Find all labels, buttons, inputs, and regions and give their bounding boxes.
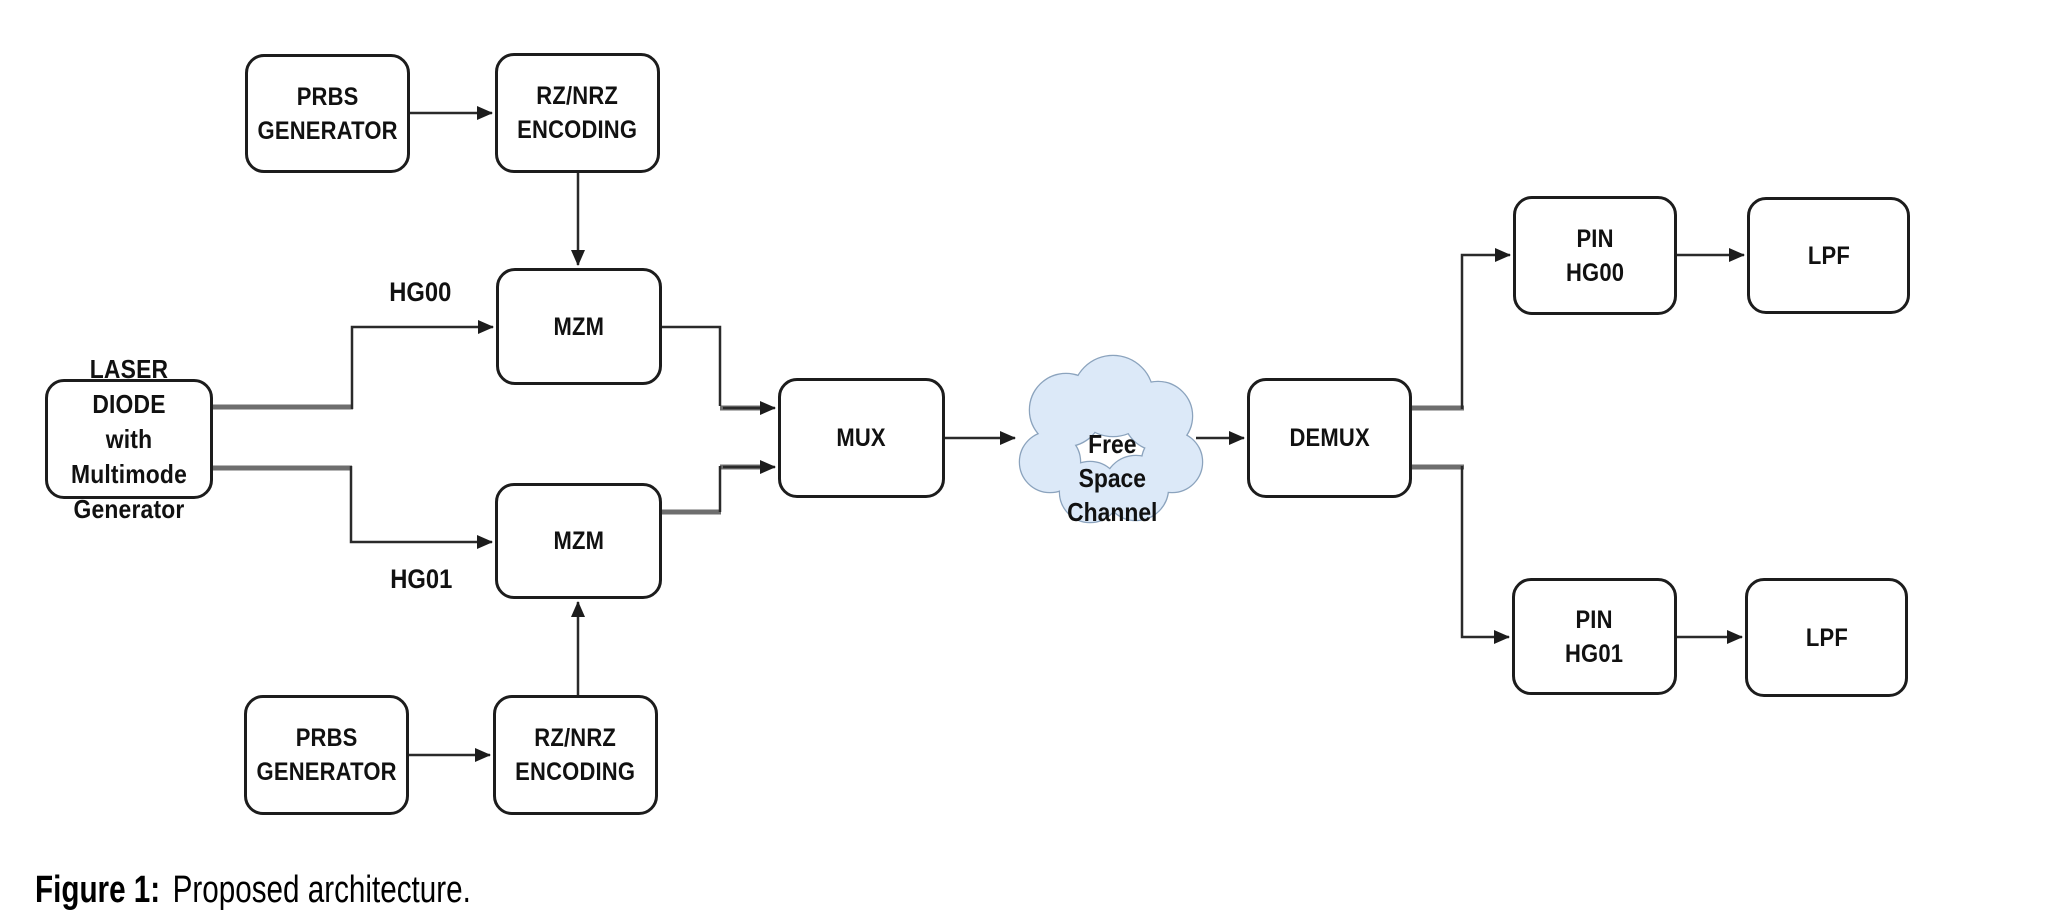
block-demux: DEMUX [1247,378,1412,498]
arrow-laser-hg01-to-mzm-bottom [349,466,493,549]
block-mzm-bottom: MZM [495,483,662,599]
block-mzm-top-label: MZM [553,312,605,341]
block-mzm-top: MZM [496,268,662,385]
arrow-demux-to-pin-hg00 [1460,248,1511,409]
arrow-demux-to-pin-hg01 [1460,466,1510,644]
edge-label-hg01: HG01 [389,564,453,594]
figure-caption-text: Proposed architecture. [172,869,471,911]
block-pin-hg00-label: PIN HG00 [1565,224,1625,287]
block-lpf-top-label: LPF [1807,241,1850,270]
block-laser-diode: LASER DIODE with Multimode Generator [45,354,213,524]
block-mux: MUX [778,378,945,498]
block-prbs-generator-bottom-label: PRBS GENERATOR [256,724,397,786]
arrow-laser-hg00-to-mzm-top [350,320,494,409]
block-lpf-top: LPF [1747,197,1910,314]
block-rznrz-encoding-top: RZ/NRZ ENCODING [495,53,660,173]
block-rznrz-encoding-bottom: RZ/NRZ ENCODING [493,695,658,815]
arrow-connectors [349,106,1745,762]
block-prbs-generator-bottom: PRBS GENERATOR [244,695,409,815]
block-pin-hg01: PIN HG01 [1512,578,1677,695]
block-mux-label: MUX [836,424,887,452]
block-prbs-generator-top: PRBS GENERATOR [245,54,410,173]
line-mzm-top-out [662,325,722,406]
figure-caption-number: Figure 1: [35,869,161,911]
block-rznrz-encoding-bottom-label: RZ/NRZ ENCODING [515,724,636,786]
block-prbs-generator-top-label: PRBS GENERATOR [257,82,398,145]
block-pin-hg00: PIN HG00 [1513,196,1677,315]
figure-caption: Figure 1: Proposed architecture. [35,869,471,912]
block-rznrz-encoding-top-label: RZ/NRZ ENCODING [517,82,638,144]
edge-label-hg00: HG00 [388,277,452,307]
block-demux-label: DEMUX [1289,424,1370,452]
free-space-channel-cloud [1018,354,1204,524]
block-lpf-bottom-label: LPF [1805,623,1848,652]
cloud-free-space-channel-label: Free Space Channel [1066,429,1158,527]
block-lpf-bottom: LPF [1745,578,1908,697]
block-laser-diode-label: LASER DIODE with Multimode Generator [71,353,187,524]
block-mzm-bottom-label: MZM [553,527,604,555]
block-pin-hg01-label: PIN HG01 [1565,605,1624,668]
